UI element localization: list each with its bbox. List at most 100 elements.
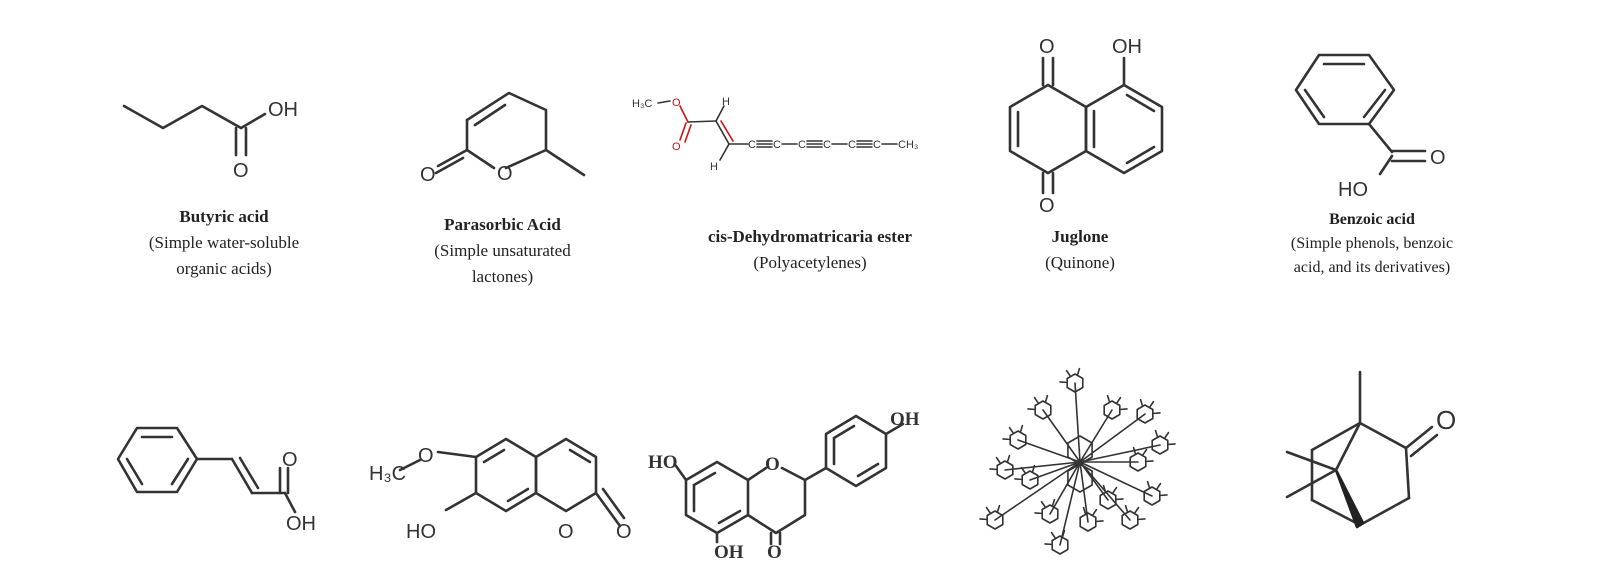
tannin-galloyl-ring-4 [1136,404,1154,424]
tannin-galloyl-ring-6 [1129,452,1147,472]
camphor-c2-c3 [1404,446,1411,500]
camphor-c3-c4 [1358,496,1411,527]
flavanone-bottom-oh-label: OH [714,542,744,563]
tannin-hydroxyl-stub-3-1 [1106,394,1111,403]
butyric-oh-bond [239,112,267,130]
tannin-hydroxyl-stub-4-1 [1139,398,1144,407]
camphor-o-label: O [1436,405,1456,435]
benzoic-acid-class-2: acid, and its derivatives) [1293,259,1451,276]
scopoletin-aromatic-double-2 [506,487,530,503]
tannin-hydroxyl-stub-11-2 [1112,486,1118,494]
tannin-hydroxyl-stub-8-2 [1156,482,1162,490]
cinnamic-aromatic-double-3 [125,457,144,486]
tannin-hydroxyl-stub-1-2 [1065,369,1071,377]
tannin-hydroxyl-stub-14-1 [1124,504,1129,513]
dehydromatricaria-ester-class: (Polyacetylenes) [753,253,867,272]
tannin-hydroxyl-stub-9-3 [996,504,1001,513]
flavanone-a-double-2 [717,509,742,525]
tannin-branch-bond-2 [1042,409,1081,463]
scopoletin-carbonyl-o-label: O [616,521,632,543]
parasorbic-carbonyl-o-label: O [420,164,436,186]
scopoletin-co-bond-2 [601,487,626,520]
tannin-hydroxyl-stub-10-3 [1051,498,1056,507]
dehydromatricaria-c6-label: C [873,139,881,151]
parasorbic-methyl-bond [544,148,586,177]
scopoletin-ho-label: HO [406,521,436,543]
benzoic-oh-bond [1378,154,1394,176]
juglone-caption: Juglone (Quinone) [1030,224,1130,276]
tannin-hydroxyl-stub-12-2 [1092,508,1098,516]
scopoletin-pyrone-double [568,448,592,464]
scopoletin-methoxy-o-label: O [418,445,434,467]
tannin-hydroxyl-stub-13-2 [1050,531,1056,539]
camphor-c4-c5 [1310,498,1362,527]
tannin-galloyl-ring-16 [1151,435,1169,455]
parasorbic-acid-class-2: lactones) [471,267,534,286]
tannin-branch-bond-4 [1079,413,1146,463]
dehydromatricaria-h3c-label: H₃C [632,98,652,110]
juglone-class: (Quinone) [1045,253,1115,272]
tannin-hydroxyl-stub-1-3 [1076,367,1081,376]
flavanone-left-oh-bond [674,464,688,482]
parasorbic-acid-class-1: (Simple unsaturated [434,241,571,260]
dehydromatricaria-h2-bond [719,143,730,161]
flavanone-carbonyl-o-label: O [767,542,782,563]
tannin-hydroxyl-stub-7-2 [1020,466,1026,474]
dehydromatricaria-alkene-1 [715,120,730,145]
tannin-hydroxyl-stub-14-2 [1134,506,1140,514]
butyric-acid-name: Butyric acid [179,207,269,226]
parasorbic-inner-double-bond [473,103,507,127]
dehydromatricaria-h2-label: H [710,161,718,173]
scopoletin-methyl-bond [398,458,422,472]
dehydromatricaria-c-c-bond [687,120,717,123]
juglone-aromatic-double-1 [1125,93,1156,113]
dehydromatricaria-ester-caption: cis-Dehydromatricaria ester (Polyacetyle… [680,224,940,276]
flavanone-right-oh-label: OH [890,409,920,430]
parasorbic-co-bond-2 [434,156,465,175]
tannin-hydroxyl-stub-12-1 [1082,506,1087,515]
dehydromatricaria-ch3-label: CH₃ [898,139,918,151]
camphor-co-bond-1 [1404,425,1434,450]
cinnamic-benzene-ring [116,426,199,494]
tannin-hydroxyl-stub-8-1 [1146,480,1151,489]
benzoic-acid-name: Benzoic acid [1329,211,1415,228]
parasorbic-ring-upper [465,91,548,170]
flavanone-c-ring-o-bond-1 [746,466,768,482]
tannin-galloyl-ring-8 [1143,486,1161,506]
dehydromatricaria-c5-label: C [848,139,856,151]
juglone-name: Juglone [1051,227,1109,246]
tannin-branch-bond-10 [1049,461,1081,515]
tannin-branch-bond-13 [1059,461,1081,546]
tannin-branch-bond-9 [994,461,1081,521]
cinnamic-alkene-1 [230,457,254,495]
tannin-galloyl-ring-7 [1021,470,1039,490]
dehydromatricaria-c1-label: C [748,139,756,151]
tannin-galloyl-ring-1 [1066,373,1084,393]
tannin-hydroxyl-stub-16-2 [1164,431,1170,439]
tannin-branch-bond-15 [1004,461,1081,471]
benzoic-o-label: O [1430,147,1446,169]
tannin-galloyl-ring-5 [1009,430,1027,450]
cinnamic-oh-label: OH [286,513,316,535]
camphor-wedge-bond [1334,468,1365,529]
benzoic-aromatic-double-3 [1303,88,1326,119]
tannin-hydroxyl-stub-6-1 [1132,446,1137,455]
tannin-hydroxyl-stub-16-1 [1154,429,1159,438]
cinnamic-o-label: O [282,449,298,471]
tannin-branch-bond-16 [1079,444,1161,463]
tannin-hydroxyl-stub-6-2 [1142,448,1148,456]
flavanone-left-ho-label: HO [648,452,678,473]
butyric-acid-class-1: (Simple water-soluble [148,233,300,252]
dehydromatricaria-co-bond-1 [679,122,687,141]
scopoletin-ring-o-label: O [558,521,574,543]
flavanone-b-double-1 [832,424,856,440]
benzoic-acid-caption: Benzoic acid (Simple phenols, benzoic ac… [1262,208,1482,280]
